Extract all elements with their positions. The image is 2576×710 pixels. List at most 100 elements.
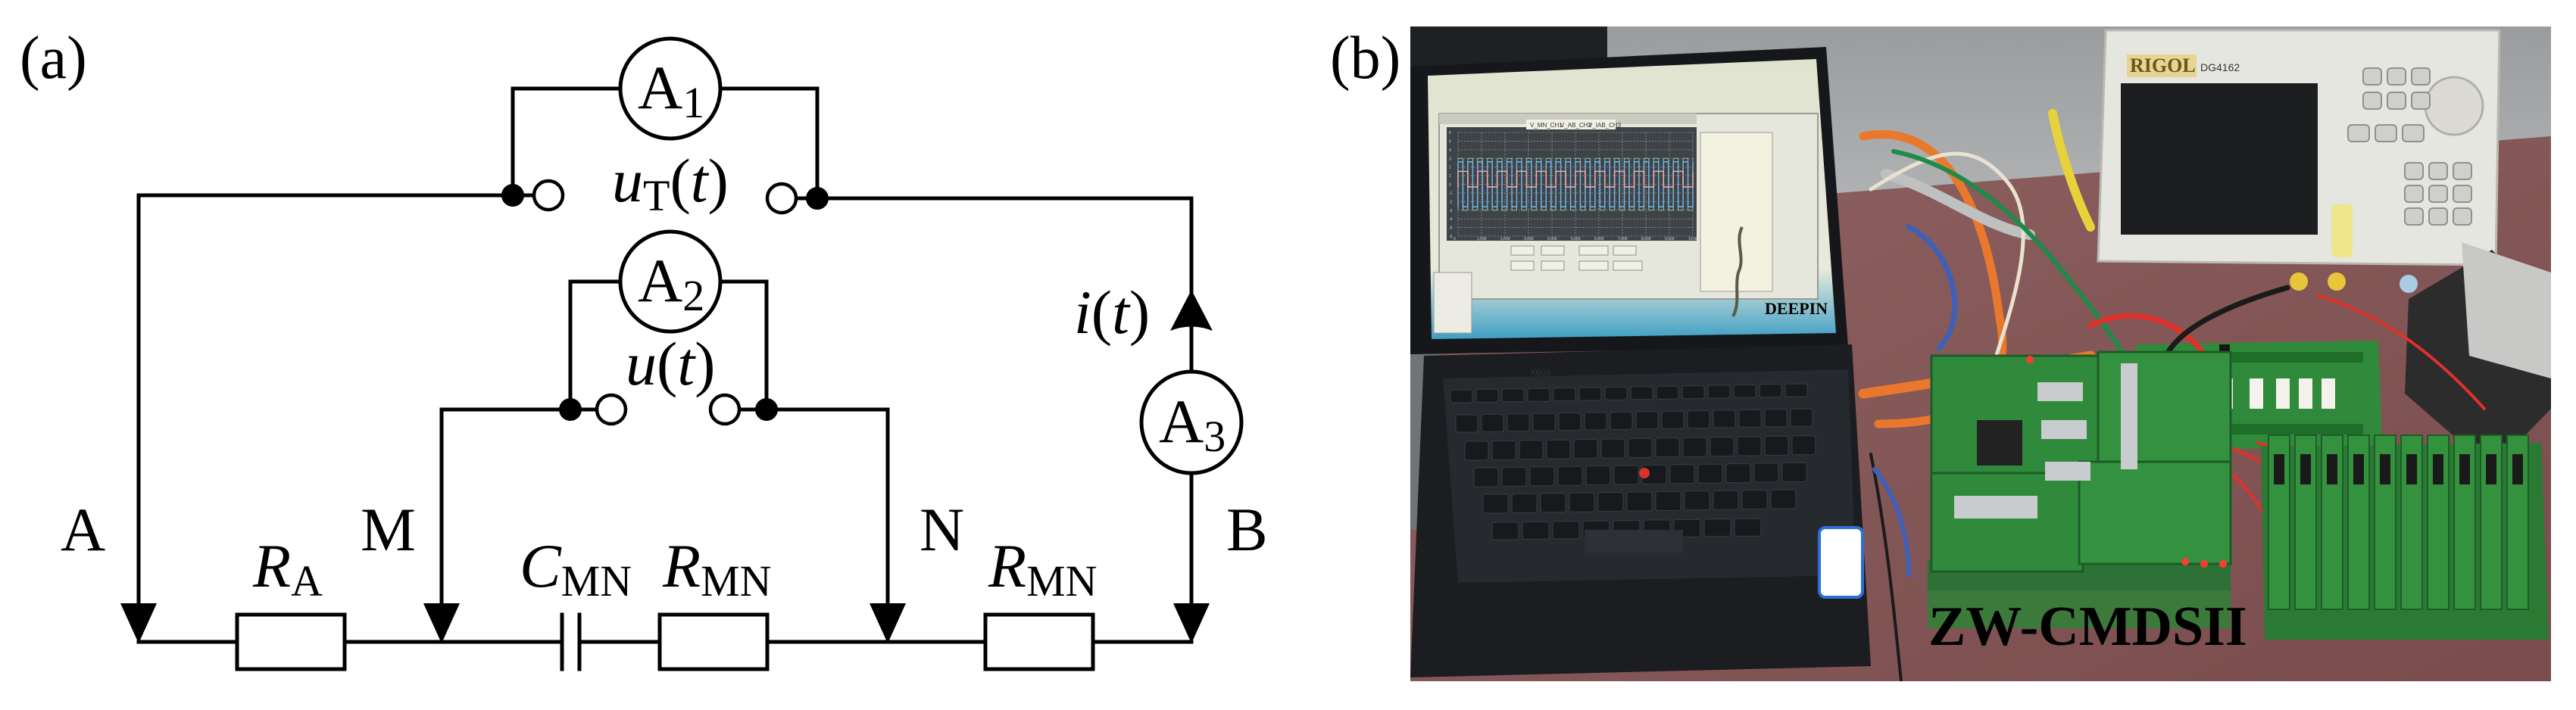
generator-brand-bg (2127, 54, 2197, 77)
node-label-m: M (361, 495, 416, 564)
generator-bnc-ch1 (2290, 272, 2308, 291)
keyboard-key (1687, 410, 1710, 429)
keyboard-key (1725, 463, 1751, 484)
power-amplifier (2405, 242, 2551, 469)
keyboard-key (1584, 412, 1607, 431)
keyboard-key (1450, 389, 1473, 403)
screen-chart (1447, 127, 1697, 241)
keyboard-key (1759, 384, 1782, 398)
meter-a1-label: A1 (638, 53, 704, 127)
screen-y-tick-label: 5 (1449, 139, 1451, 144)
screen-y-tick-label: 3 (1449, 157, 1451, 161)
led-1 (2026, 356, 2034, 363)
panel-b-photo: (b) RIGOL DG4162 (1330, 25, 2551, 681)
screen-y-tick-label: 6 (1449, 131, 1451, 135)
generator-bnc-sync (2328, 272, 2346, 291)
start-menu (1433, 272, 1472, 334)
contact-open-a1-left (532, 179, 565, 212)
keyboard-key (1669, 464, 1695, 484)
screen-chart-legend (1526, 120, 1616, 129)
keyboard-key (1482, 494, 1509, 514)
screen-y-tick-label: 4 (1449, 148, 1451, 153)
keyboard-key (1501, 388, 1525, 403)
screen-y-tick-label: -3 (1449, 209, 1453, 213)
keyboard-key (1710, 437, 1735, 457)
pcb-lower-right (2078, 460, 2232, 565)
screen-y-tick-label: -1 (1449, 192, 1453, 196)
screen-x-tick-label: 0 (1453, 237, 1456, 241)
keyboard-key (1553, 388, 1576, 402)
led-3 (2200, 560, 2208, 568)
app-info-panel (1700, 132, 1773, 292)
keyboard-key (1753, 462, 1779, 483)
keyboard-key (1610, 411, 1633, 430)
keyboard-key (1737, 436, 1762, 456)
keyboard-key (1703, 518, 1731, 537)
keyboard-key (1635, 411, 1659, 430)
keyboard-key (1558, 413, 1582, 431)
app-controls (1510, 245, 1643, 271)
generator-bnc-ch2 (2400, 275, 2418, 293)
keyboard-key (1713, 490, 1739, 510)
keyboard-key (1569, 492, 1595, 512)
legend-item-1: V_MN_CH1 (1530, 122, 1563, 129)
keyboard-key (1573, 439, 1598, 459)
node-label-n: N (920, 495, 964, 564)
keyboard-key (1791, 435, 1816, 456)
screen-x-tick-label: 6,000 (1594, 237, 1604, 241)
arrow-down-b (1173, 603, 1210, 643)
keyboard-key (1597, 492, 1624, 512)
generator-ch1-panel (2331, 204, 2353, 257)
keyboard-key (1604, 386, 1628, 400)
app-titlebar (1439, 114, 1697, 124)
keyboard-key (1682, 437, 1707, 457)
keyboard-key (1475, 388, 1499, 403)
keyboard-key (1501, 466, 1527, 487)
panel-label-b: (b) (1330, 25, 1400, 92)
keyboard-key (1532, 413, 1556, 431)
meter-a2-label: A2 (638, 246, 704, 320)
keyboard-key (1764, 409, 1788, 428)
keyboard-keys (1450, 383, 1816, 540)
generator-brand: RIGOL (2130, 54, 2196, 76)
app-track-plot (1731, 226, 1744, 317)
keyboard-key (1626, 491, 1653, 512)
resistor-ra (235, 612, 347, 671)
label-i: i(t) (1074, 278, 1150, 347)
heatsink-2 (2041, 420, 2087, 439)
contact-dot-a1-left (501, 184, 524, 207)
heatsink-1 (2037, 382, 2083, 401)
contact-open-a1-right (765, 182, 798, 215)
contact-dot-a1-right (806, 187, 829, 210)
keyboard-key (1613, 465, 1639, 485)
label-rmn-2: RMN (988, 531, 1098, 606)
keyboard-key (1738, 409, 1762, 428)
contact-dot-a2-right (755, 398, 778, 421)
keyboard-key (1600, 438, 1625, 459)
arrow-down-a (120, 603, 157, 643)
screen-y-tick-label: 2 (1449, 166, 1451, 170)
fpga-chip (1977, 420, 2022, 466)
wire-a1-loop-right (719, 86, 820, 201)
keyboard-key (1713, 409, 1736, 428)
keyboard-key (1578, 387, 1602, 401)
screen-x-tick-label: 10,000 (1688, 237, 1700, 241)
meter-a3-label: A3 (1159, 387, 1226, 461)
channel-boards (2261, 434, 2549, 640)
panel-label-a: (a) (20, 25, 87, 92)
node-label-b: B (1226, 495, 1268, 564)
screen-x-tick-label: 8,000 (1641, 237, 1651, 241)
keyboard-key (1733, 384, 1756, 398)
keyboard-key (1661, 410, 1685, 429)
keyboard-key (1656, 385, 1679, 400)
screen-x-tick-label: 1,000 (1477, 237, 1487, 241)
keyboard-key (1784, 383, 1808, 397)
contact-open-a2-right (708, 393, 742, 426)
wire-n (764, 407, 890, 608)
legend-item-2: V_AB_CH2 (1560, 122, 1591, 129)
pcb-lower-left (1930, 472, 2084, 573)
keyboard-key (1552, 521, 1580, 540)
pcb-stack (1928, 350, 2232, 628)
keyboard-key (1557, 466, 1583, 486)
